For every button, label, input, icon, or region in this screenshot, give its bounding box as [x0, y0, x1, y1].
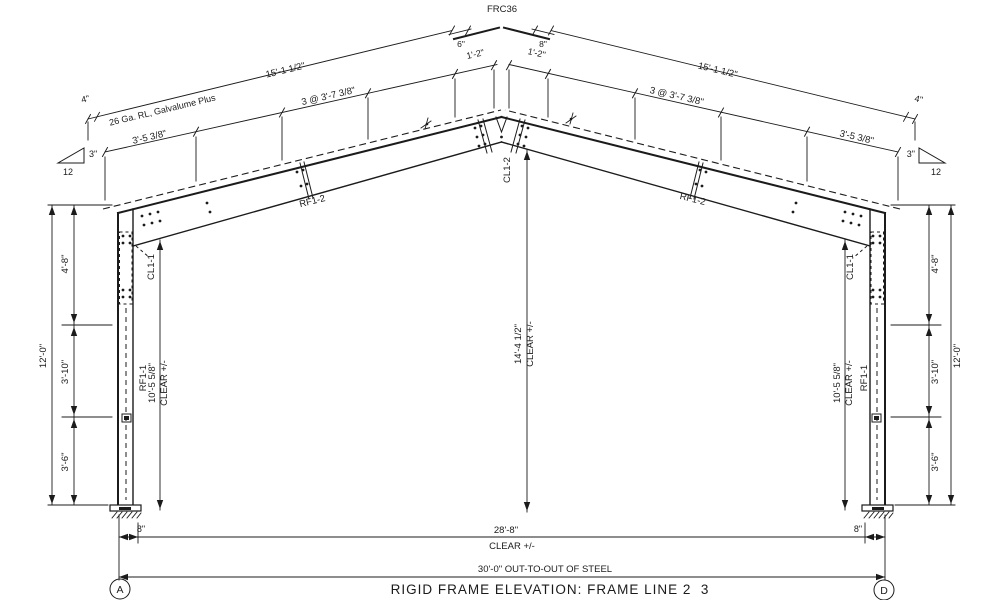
base-plate-left: [109, 504, 142, 519]
purlin-spacing-right: 3 @ 3'-7 3/8": [649, 85, 705, 108]
splice-plate-right: [689, 161, 704, 200]
cap-dim-right: 8": [539, 39, 547, 49]
clear-height-right-value: 10'-5 5/8": [832, 363, 843, 403]
hidden-lines: [102, 109, 901, 500]
column-label-right: RF1-1: [859, 365, 870, 391]
ridge-splice-plates: [477, 118, 526, 154]
grid-letter-left: A: [116, 584, 123, 596]
height-seg-left-3: 3'-6": [60, 453, 71, 472]
overhang-right: 4": [914, 93, 924, 105]
clear-width-note: CLEAR +/-: [489, 541, 535, 552]
height-seg-right-3: 3'-6": [930, 453, 941, 472]
overhang-left: 4": [80, 93, 90, 105]
knee-brace-label-right: CL1-1: [845, 254, 856, 280]
clear-height-center-value: 14'-4 1/2": [513, 324, 524, 364]
base-offset-left: 8": [137, 524, 145, 534]
cap-dim-left: 6": [457, 39, 465, 49]
slope-symbol-left: [56, 147, 85, 164]
slope-run-right: 12: [931, 167, 941, 177]
ridge-cap-label: FRC36: [487, 4, 517, 15]
clear-height-left-value: 10'-5 5/8": [147, 363, 158, 403]
ridge-purlin-label: CL1-2: [502, 157, 513, 183]
column-label-left: RF1-1: [138, 365, 149, 391]
slope-run-left: 12: [63, 167, 73, 177]
grid-bubble-right: [873, 579, 895, 600]
grid-letter-right: D: [880, 585, 888, 597]
height-seg-right-1: 4'-8": [930, 255, 941, 274]
clear-height-left-note: CLEAR +/-: [159, 360, 170, 406]
clear-height-center-note: CLEAR +/-: [525, 321, 536, 367]
first-space-right: 3'-5 3/8": [838, 128, 874, 147]
peak-offset-left: 1'-2": [465, 47, 485, 61]
bolt-dots: [121, 124, 882, 299]
clear-width-value: 28'-8": [494, 525, 518, 536]
splice-plate-left: [299, 161, 314, 200]
roof-length-left: 15'-1 1/2": [265, 61, 307, 81]
slope-rise-right: 3": [907, 149, 915, 159]
drawing-title: RIGID FRAME ELEVATION: FRAME LINE 2 3: [391, 582, 710, 597]
peak-offset-right: 1'-2": [527, 46, 547, 60]
ridge-tick-mark-right: [565, 112, 577, 125]
knee-brace-label-left: CL1-1: [146, 254, 157, 280]
height-seg-left-2: 3'-10": [60, 360, 71, 384]
base-offset-right: 8": [854, 524, 862, 534]
ridge-tick-mark-left: [420, 117, 432, 130]
annotations: FRC36 6" 8" 1'-2" 1'-2" 15'-1 1/2" 15'-1…: [38, 4, 963, 597]
base-plate-right: [861, 504, 894, 519]
ridge-cap: [452, 26, 551, 41]
roof-length-right: 15'-1 1/2": [697, 61, 739, 81]
steel-frame: [109, 26, 894, 519]
out-to-out-dim: 30'-0" OUT-TO-OUT OF STEEL: [478, 564, 612, 575]
slope-rise-left: 3": [89, 149, 97, 159]
height-seg-right-2: 3'-10": [930, 360, 941, 384]
grid-bubble-left: [109, 578, 131, 600]
height-seg-left-1: 4'-8": [60, 255, 71, 274]
overall-height-right: 12'-0": [952, 344, 963, 368]
dimension-lines: [47, 25, 956, 581]
overall-height-left: 12'-0": [38, 344, 49, 368]
rafter-label-right: RF1-2: [678, 191, 706, 208]
rafter-label-left: RF1-2: [298, 193, 326, 210]
first-space-left: 3'-5 3/8": [131, 128, 167, 147]
purlin-spacing-left: 3 @ 3'-7 3/8": [300, 85, 356, 108]
clear-height-right-note: CLEAR +/-: [844, 360, 855, 406]
slope-symbol-right: [918, 147, 947, 164]
